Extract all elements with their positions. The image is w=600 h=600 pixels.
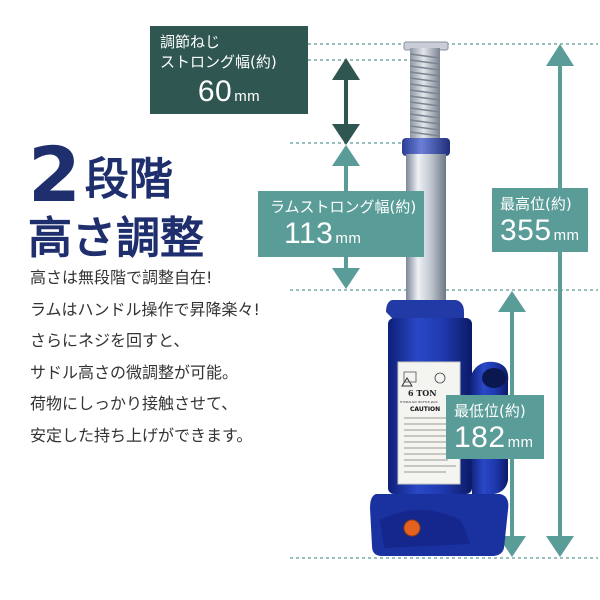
min-label-text: 最低位(約) xyxy=(454,402,526,420)
jack-caution-text: CAUTION xyxy=(410,406,441,413)
reference-lines xyxy=(290,43,598,559)
min-value-unit: mm xyxy=(507,434,534,452)
screw-label-line2: ストロング幅(約) xyxy=(160,53,277,72)
ram-label-text: ラムストロング幅(約) xyxy=(270,198,417,216)
ram-value-unit: mm xyxy=(335,230,362,248)
description: 高さは無段階で調整自在! ラムはハンドル操作で昇降楽々! さらにネジを回すと、 … xyxy=(30,262,260,451)
release-valve-icon xyxy=(403,519,421,537)
adjusting-screw xyxy=(403,41,449,142)
ram-collar xyxy=(402,138,450,156)
screw-value-unit: mm xyxy=(234,87,261,105)
headline-number: 2 xyxy=(28,130,81,219)
jack-body xyxy=(370,300,509,556)
max-height-arrow xyxy=(546,44,574,557)
max-label-text: 最高位(約) xyxy=(500,195,572,213)
min-value-number: 182 xyxy=(454,421,506,455)
description-line: さらにネジを回すと、 xyxy=(30,331,190,350)
max-value-unit: mm xyxy=(553,227,580,245)
description-line: 荷物にしっかり接触させて、 xyxy=(30,394,238,413)
headline-line1: 段階 xyxy=(84,154,173,205)
description-line: サドル高さの微調整が可能。 xyxy=(30,362,239,382)
max-value-number: 355 xyxy=(500,214,552,248)
headline: 2段階 高さ調整 xyxy=(28,130,204,266)
screw-value-number: 60 xyxy=(197,74,233,108)
screw-stroke-arrow xyxy=(332,58,360,145)
headline-line2: 高さ調整 xyxy=(28,213,204,264)
description-line: ラムはハンドル操作で昇降楽々! xyxy=(30,299,260,319)
ram-value-number: 113 xyxy=(284,217,334,251)
screw-label-line1: 調節ねじ xyxy=(160,33,221,51)
description-line: 高さは無段階で調整自在! xyxy=(30,268,213,287)
jack-model-text: HYDRAULIC BOTTLE JACK xyxy=(400,400,438,404)
jack-capacity-text: 6 TON xyxy=(408,388,437,398)
description-line: 安定した持ち上げができます。 xyxy=(30,425,253,445)
